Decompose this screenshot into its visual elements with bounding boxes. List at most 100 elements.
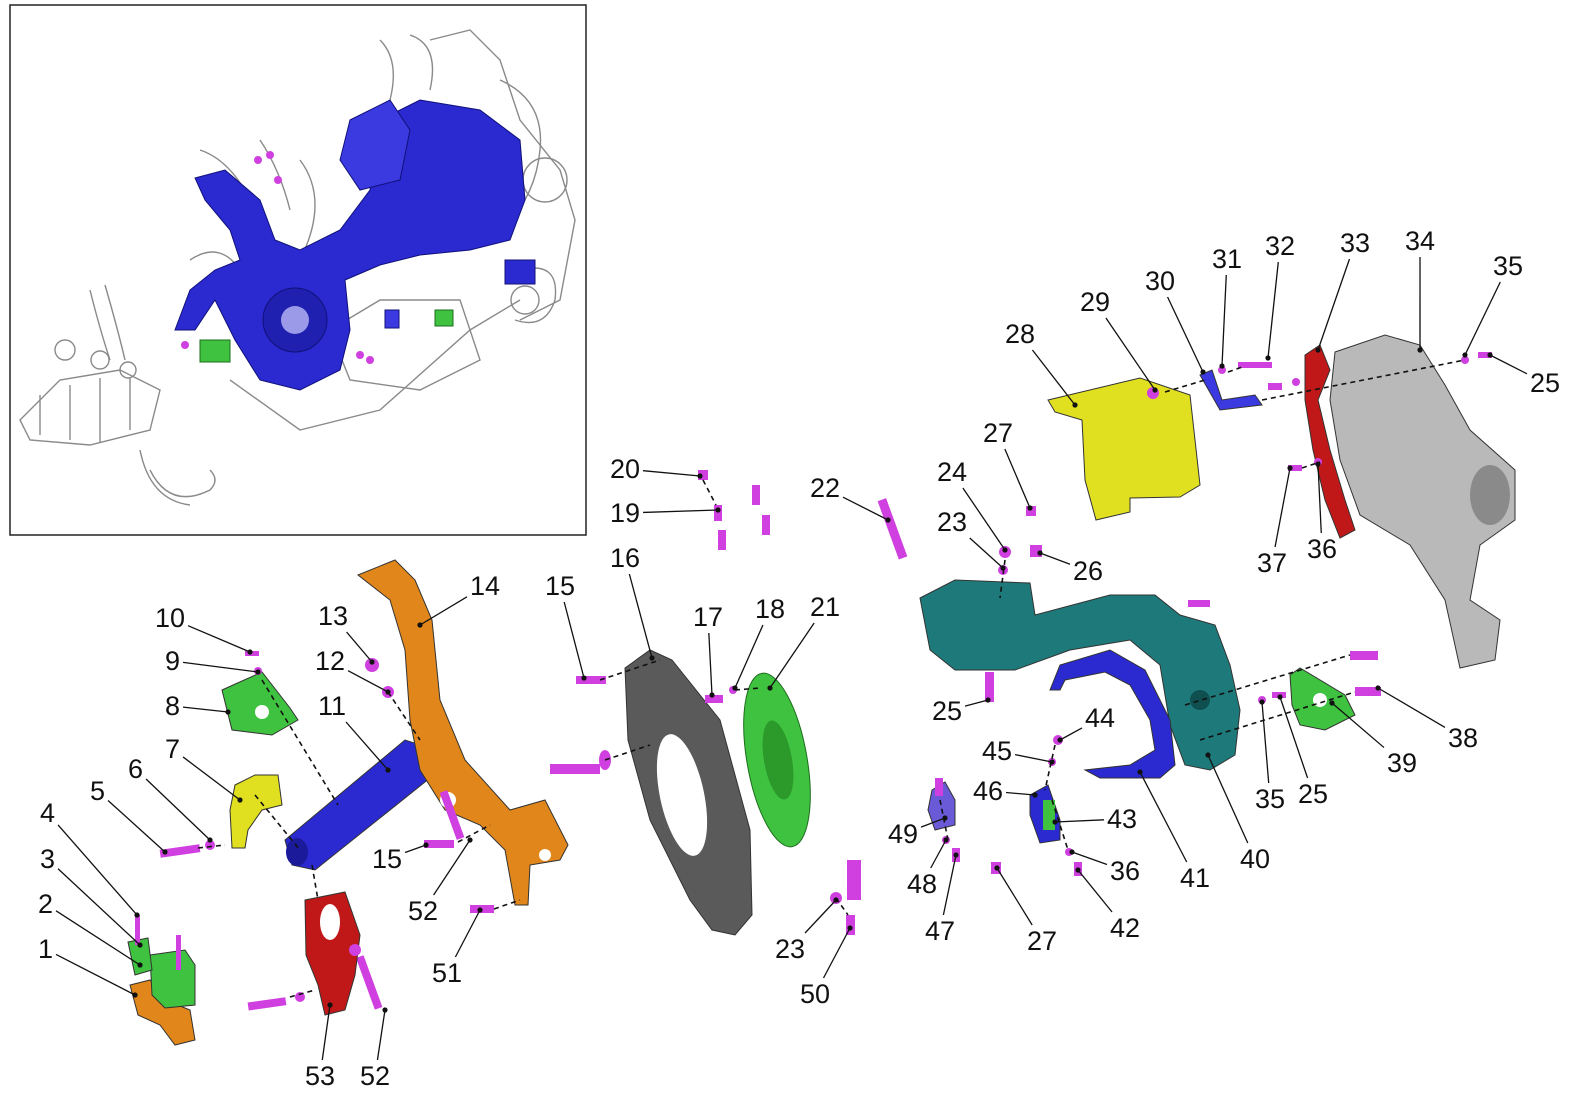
leader-line-39 [1331,702,1385,749]
part-30-bracket [1199,369,1263,411]
part-28-shield [1047,377,1201,521]
leader-line-50 [822,927,851,979]
callout-label-24: 24 [937,457,967,487]
leader-line-49 [920,817,946,828]
inset-highlight-parts [174,99,536,391]
callout-label-43: 43 [1107,804,1137,834]
leader-dot-42 [1075,867,1081,873]
part-21-hub [762,720,794,800]
part-34-hub [1470,465,1510,525]
callout-label-19: 19 [610,498,640,528]
leader-dot-32 [1265,355,1271,361]
leader-line-5a [107,800,166,853]
leader-line-23a [969,537,1004,569]
callout-label-29: 29 [1080,287,1110,317]
callout-label-22: 22 [810,473,840,503]
callout-label-11: 11 [318,691,346,721]
part-14-bracket [357,559,569,906]
part-12-washer-lower [349,944,361,956]
leader-dot-53 [327,1002,333,1008]
part-32-bolt [1238,362,1272,368]
leader-line-48 [930,839,947,869]
callout-label-46: 46 [973,776,1003,806]
part-41-strap [1049,649,1176,779]
leader-line-16 [628,573,653,659]
callout-label-25a: 25 [932,696,962,726]
part-52-bolt-lower [356,955,383,1010]
part-40-frame [919,579,1241,771]
callout-label-4: 4 [40,798,55,828]
callout-label-15b: 15 [372,844,402,874]
callout-label-40: 40 [1240,844,1270,874]
leader-dot-51 [477,907,483,913]
part-38-bolt-b [1355,687,1381,696]
bolt-group-c [762,515,770,535]
callout-label-52b: 52 [360,1061,390,1091]
callout-label-21: 21 [810,592,840,622]
assembly-lines [197,359,1466,998]
bolt-group-a [718,530,726,550]
leader-line-33 [1317,258,1351,351]
leader-line-52a [433,839,471,896]
leader-dot-8 [225,709,231,715]
leader-line-29 [1105,317,1156,391]
part-14-hole-b [539,849,551,861]
part-50-bolt-b [847,860,861,900]
leader-dot-28 [1072,402,1078,408]
callout-label-36a: 36 [1307,534,1337,564]
leader-line-15a [563,601,585,679]
callout-label-41: 41 [1180,863,1210,893]
leader-dot-13 [369,659,375,665]
leader-line-9 [182,661,259,673]
part-7-bracket [229,774,283,849]
leader-dot-12a [385,689,391,695]
callout-label-34: 34 [1405,226,1435,256]
leader-dot-27a [1027,505,1033,511]
part-20-bolt [698,470,708,480]
leader-dot-39 [1329,700,1335,706]
leader-line-28 [1031,349,1076,406]
leader-dot-34 [1417,347,1423,353]
leader-dot-18 [732,685,738,691]
callout-label-44: 44 [1085,703,1115,733]
leader-dot-50 [847,925,853,931]
callout-label-16: 16 [610,543,640,573]
leader-dot-23a [1000,565,1006,571]
part-52-bolt-upper [439,790,465,840]
part-27-nut-upper [1026,506,1036,516]
callout-label-1: 1 [38,934,53,964]
callout-label-6a: 6 [128,754,143,784]
leader-dot-6a [207,837,213,843]
callout-label-31: 31 [1212,244,1242,274]
leader-line-36b [1071,851,1108,866]
leader-dot-49 [942,815,948,821]
leader-line-10 [187,625,251,653]
leader-line-53 [321,1004,331,1061]
callout-label-27a: 27 [983,418,1013,448]
part-19-bolt [714,505,722,521]
leader-line-52b [376,1009,386,1061]
callout-label-32: 32 [1265,231,1295,261]
leader-line-32 [1267,261,1279,359]
leader-line-2 [55,910,141,966]
leader-line-30 [1166,296,1204,373]
callout-label-2: 2 [38,889,53,919]
callout-label-52a: 52 [408,896,438,926]
leader-line-38 [1377,687,1446,728]
callout-label-18: 18 [755,594,785,624]
leader-dot-25b [1487,352,1493,358]
leader-dot-47 [953,852,959,858]
callout-label-30: 30 [1145,266,1175,296]
leader-line-51 [454,909,481,958]
leader-dot-17 [709,692,715,698]
leader-dot-45 [1049,759,1055,765]
leader-dot-15b [423,842,429,848]
leader-dot-35a [1462,352,1468,358]
leader-dot-37 [1287,465,1293,471]
callout-label-3: 3 [40,844,55,874]
leader-dot-29 [1152,387,1158,393]
part-4-bolt [135,915,140,945]
callout-label-10: 10 [155,603,185,633]
callout-label-48: 48 [907,869,937,899]
leader-dot-15a [581,675,587,681]
